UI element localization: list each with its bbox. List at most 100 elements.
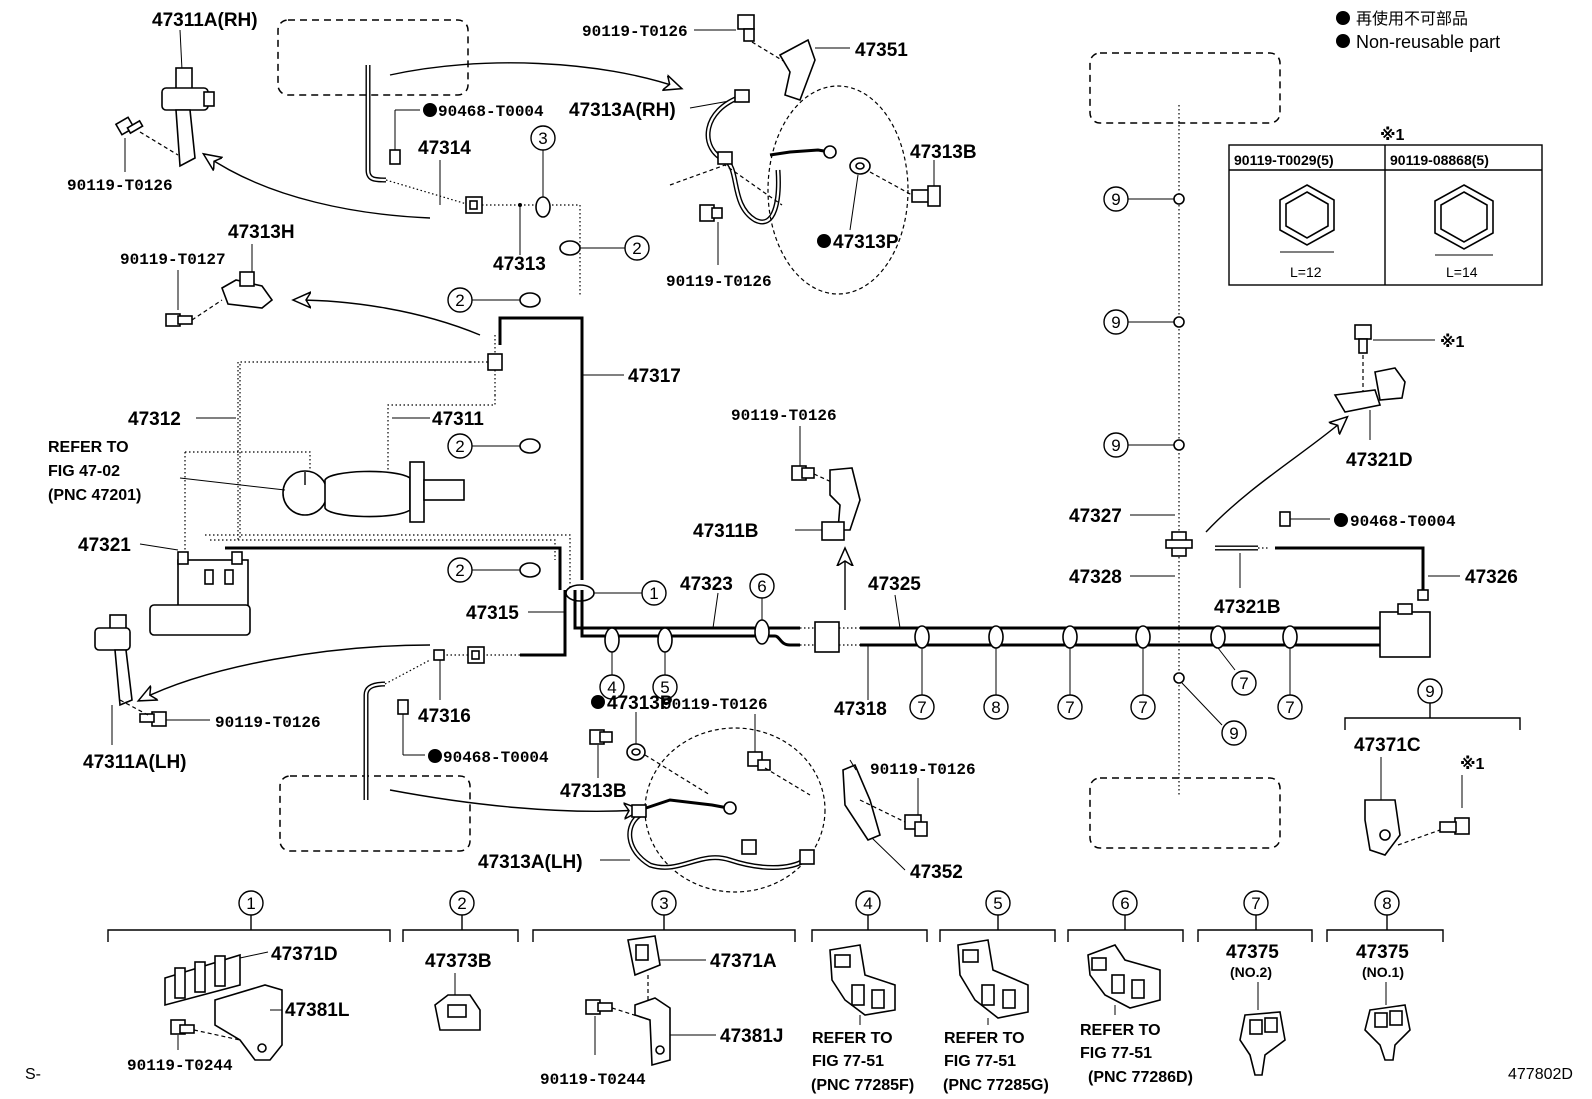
- svg-text:7: 7: [1285, 698, 1294, 717]
- bottom-callouts-row: 1 47371D 47381L 90119-T0244 2: [107, 890, 1444, 1094]
- svg-text:7: 7: [1065, 698, 1074, 717]
- svg-text:1: 1: [246, 894, 255, 913]
- label-47371C: 47371C: [1354, 735, 1421, 756]
- callout-2-d: 2: [447, 557, 541, 583]
- label-refer-to-77285F: REFER TO: [812, 1030, 893, 1047]
- label-pnc-77285G: (PNC 77285G): [943, 1077, 1049, 1094]
- callout-2-c: 2: [447, 433, 541, 459]
- svg-text:2: 2: [632, 239, 641, 258]
- label-47381J: 47381J: [720, 1026, 783, 1047]
- part-47311A-rh: 47311A(RH) 90119-T0126: [67, 10, 258, 195]
- label-47313: 47313: [493, 254, 546, 275]
- svg-text:7: 7: [1138, 698, 1147, 717]
- label-47313A-rh: 47313A(RH): [569, 100, 676, 121]
- callout-8: 8: [983, 625, 1009, 720]
- callout-2-b: 2: [447, 287, 541, 313]
- svg-text:2: 2: [457, 894, 466, 913]
- label-47352: 47352: [910, 862, 963, 883]
- master-cylinder-assembly: 47317 47312 47311 REFER TO FIG 47-02 (PN…: [48, 316, 681, 636]
- bolt-icon: [114, 116, 144, 136]
- part-47314-group: 90468-T0004 47314 47313: [365, 65, 581, 295]
- footer-left-code: S-: [25, 1066, 41, 1083]
- svg-text:9: 9: [1229, 724, 1238, 743]
- svg-text:5: 5: [993, 894, 1002, 913]
- label-47313P-b: 47313P: [607, 693, 673, 714]
- label-47313B-b: 47313B: [560, 781, 627, 802]
- part-47321D: ※1 47321D: [1333, 324, 1465, 471]
- bolt-icon: [737, 14, 755, 42]
- callout-7-b: 7: [1057, 625, 1083, 720]
- clip-90468: [389, 149, 401, 165]
- label-47321: 47321: [78, 535, 131, 556]
- bolt-icon: [747, 751, 771, 771]
- svg-text:9: 9: [1111, 436, 1120, 455]
- label-47351: 47351: [855, 40, 908, 61]
- svg-text:9: 9: [1111, 190, 1120, 209]
- label-90119-t0126-b: 90119-T0126: [582, 23, 688, 41]
- label-47327: 47327: [1069, 506, 1122, 527]
- part-clip-77286D: [1087, 944, 1161, 1009]
- label-no2: (NO.2): [1230, 964, 1272, 980]
- label-refer-to-77285G: REFER TO: [944, 1030, 1025, 1047]
- label-fig-77-51-b: FIG 77-51: [944, 1053, 1016, 1070]
- part-47373B-clip: [434, 994, 481, 1031]
- label-90468-t0004-c: 90468-T0004: [1350, 513, 1456, 531]
- label-47317: 47317: [628, 366, 681, 387]
- label-90119-t0126-f: 90119-T0126: [870, 761, 976, 779]
- reference-box-rh: [277, 19, 469, 96]
- label-47311B: 47311B: [693, 521, 759, 542]
- label-fig-77-51-a: FIG 77-51: [812, 1053, 884, 1070]
- callout-6: 6: [749, 573, 775, 645]
- callout-9-b: 9: [1103, 309, 1185, 335]
- washer-icon: [849, 157, 871, 175]
- bracket-47351: [778, 38, 816, 102]
- arrow-to-47313H: [295, 300, 481, 336]
- part-clip-77285G: [957, 939, 1029, 1019]
- label-47313H: 47313H: [228, 222, 295, 243]
- arrow-to-47321D: [1205, 418, 1346, 533]
- label-90468-t0004-b: 90468-T0004: [443, 749, 549, 767]
- arrow-to-47311A-rh: [205, 155, 431, 219]
- callout-9-a: 9: [1103, 186, 1185, 212]
- detail-ellipse-rh: [767, 85, 909, 295]
- label-kome1-c: ※1: [1460, 755, 1485, 773]
- bolt-icon: [904, 814, 928, 837]
- svg-text:1: 1: [649, 584, 658, 603]
- svg-text:8: 8: [991, 698, 1000, 717]
- part-47371C: 9 47371C ※1: [1344, 678, 1521, 856]
- arrow-to-47311A-lh: [140, 644, 431, 700]
- svg-text:4: 4: [607, 678, 616, 697]
- reference-box-top-right: [1089, 52, 1281, 124]
- callout-2-a: 2: [559, 235, 650, 261]
- svg-text:4: 4: [863, 894, 872, 913]
- washer-icon: [626, 743, 646, 761]
- part-47311A-lh: 47311A(LH) 90119-T0126: [83, 614, 321, 773]
- svg-text:6: 6: [1120, 894, 1129, 913]
- svg-text:9: 9: [1425, 682, 1434, 701]
- label-47328: 47328: [1069, 567, 1122, 588]
- label-90468-t0004-a: 90468-T0004: [438, 103, 544, 121]
- bolt-icon: [791, 465, 815, 481]
- callout-7-a: 7: [909, 625, 935, 720]
- label-47371D: 47371D: [271, 944, 338, 965]
- table-len-b: L=14: [1446, 264, 1478, 280]
- svg-text:8: 8: [1382, 894, 1391, 913]
- bolt-icon: [1439, 817, 1470, 835]
- label-pnc-77285F: (PNC 77285F): [811, 1077, 914, 1094]
- svg-text:7: 7: [1239, 674, 1248, 693]
- bolt-icon: [911, 185, 941, 207]
- label-47313B-a: 47313B: [910, 142, 977, 163]
- svg-text:7: 7: [917, 698, 926, 717]
- label-90119-t0244-a: 90119-T0244: [127, 1057, 233, 1075]
- label-47321B: 47321B: [1214, 597, 1281, 618]
- callout-7-c: 7: [1130, 625, 1156, 720]
- tube-47323-47325: 47323 47325 47318: [573, 574, 1431, 720]
- callout-5: 5: [652, 627, 678, 700]
- label-47311A-rh: 47311A(RH): [152, 10, 258, 31]
- label-47311A-lh: 47311A(LH): [83, 752, 187, 773]
- part-47352-group: 47313P 47313B 90119-T0126 47313A(LH): [478, 693, 976, 893]
- bolt-icon: [170, 1019, 195, 1035]
- bolt-icon: [165, 313, 193, 327]
- label-47381L: 47381L: [285, 1000, 350, 1021]
